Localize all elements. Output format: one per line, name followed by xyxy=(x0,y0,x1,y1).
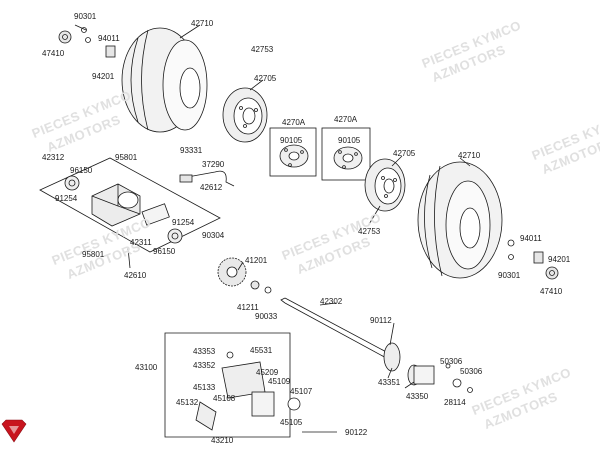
axle-housing xyxy=(64,175,183,244)
part-label-93331: 93331 xyxy=(180,146,203,155)
tire-top-left xyxy=(121,27,208,133)
part-label-95801: 95801 xyxy=(115,153,138,162)
rim-top-left xyxy=(222,87,268,143)
part-label-91254: 91254 xyxy=(55,194,78,203)
part-label-47410: 47410 xyxy=(540,287,563,296)
part-label-50306: 50306 xyxy=(460,367,483,376)
part-label-42705: 42705 xyxy=(393,149,416,158)
part-label-41211: 41211 xyxy=(237,303,259,312)
part-label-45108: 45108 xyxy=(213,394,236,403)
part-label-96150: 96150 xyxy=(70,166,93,175)
part-label-28114: 28114 xyxy=(444,398,466,407)
part-label-95801: 95801 xyxy=(82,250,105,259)
part-label-45132: 45132 xyxy=(176,398,199,407)
part-label-45107: 45107 xyxy=(290,387,313,396)
part-label-43210: 43210 xyxy=(211,436,234,445)
part-label-45209: 45209 xyxy=(256,368,279,377)
tire-right xyxy=(417,161,503,279)
part-label-90122: 90122 xyxy=(345,428,368,437)
part-label-96150: 96150 xyxy=(153,247,176,256)
part-label-45105: 45105 xyxy=(280,418,303,427)
part-label-42710: 42710 xyxy=(191,19,214,28)
part-label-42312: 42312 xyxy=(42,153,65,162)
hub-left xyxy=(279,144,309,168)
part-label-42710: 42710 xyxy=(458,151,481,160)
axle-shaft xyxy=(280,297,393,361)
part-label-90033: 90033 xyxy=(255,312,278,321)
part-label-90112: 90112 xyxy=(370,316,392,325)
part-label-45531: 45531 xyxy=(250,346,273,355)
part-label-43350: 43350 xyxy=(406,392,429,401)
part-label-42753: 42753 xyxy=(251,45,274,54)
sensor-cable xyxy=(179,170,235,187)
part-label-45109: 45109 xyxy=(268,377,291,386)
part-label-90301: 90301 xyxy=(498,271,521,280)
part-label-42753: 42753 xyxy=(358,227,381,236)
part-label-4270A: 4270A xyxy=(334,115,358,124)
brake-hub xyxy=(383,342,473,393)
nut-top-left xyxy=(58,27,116,58)
hub-right xyxy=(333,146,363,170)
part-label-37290: 37290 xyxy=(202,160,225,169)
part-label-94201: 94201 xyxy=(92,72,115,81)
nut-right xyxy=(507,239,559,280)
part-label-42610: 42610 xyxy=(124,271,147,280)
part-label-90304: 90304 xyxy=(202,231,225,240)
part-label-43100: 43100 xyxy=(135,363,158,372)
part-label-42612: 42612 xyxy=(200,183,223,192)
part-label-90105: 90105 xyxy=(280,136,303,145)
part-label-43352: 43352 xyxy=(193,361,216,370)
part-label-90301: 90301 xyxy=(74,12,97,21)
part-label-47410: 47410 xyxy=(42,49,65,58)
brake-caliper xyxy=(195,351,301,431)
part-label-94011: 94011 xyxy=(520,234,542,243)
sprocket xyxy=(217,257,272,294)
part-label-94011: 94011 xyxy=(98,34,120,43)
part-label-94201: 94201 xyxy=(548,255,571,264)
part-label-42302: 42302 xyxy=(320,297,343,306)
part-label-4270A: 4270A xyxy=(282,118,306,127)
part-label-41201: 41201 xyxy=(245,256,268,265)
part-label-45133: 45133 xyxy=(193,383,216,392)
part-label-50306: 50306 xyxy=(440,357,463,366)
part-label-42311: 42311 xyxy=(130,238,152,247)
part-label-42705: 42705 xyxy=(254,74,277,83)
part-label-91254: 91254 xyxy=(172,218,195,227)
part-label-43353: 43353 xyxy=(193,347,216,356)
rim-right xyxy=(364,158,406,212)
part-label-90105: 90105 xyxy=(338,136,361,145)
part-label-43351: 43351 xyxy=(378,378,401,387)
